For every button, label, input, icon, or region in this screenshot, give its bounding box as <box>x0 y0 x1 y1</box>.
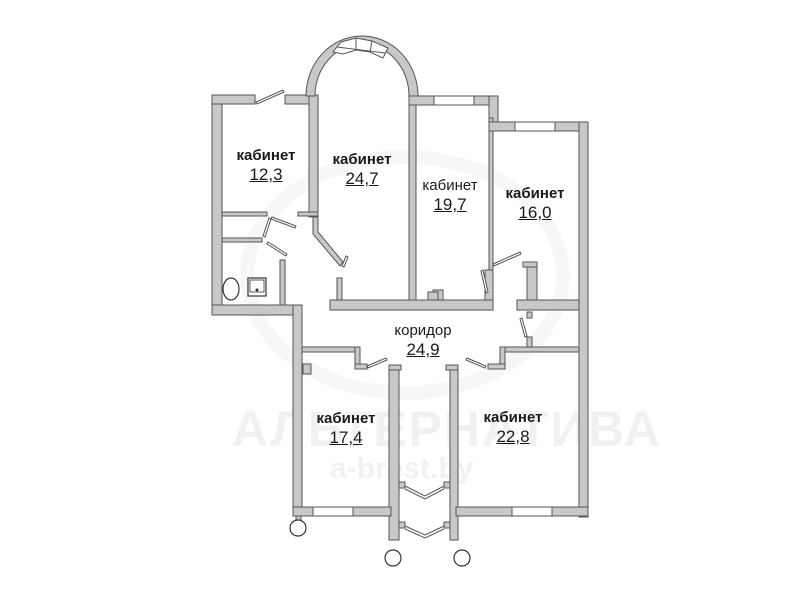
room-area: 24,9 <box>406 340 440 359</box>
watermark-brand: АЛЬТЕРНАТИВА <box>232 401 662 457</box>
marker-circle-icon <box>289 519 307 537</box>
toilet-icon <box>222 277 240 301</box>
room-name: кабинет <box>332 151 392 168</box>
marker-circle-icon <box>384 549 402 567</box>
bathroom-fixtures <box>222 277 267 301</box>
corridor-label: коридор 24,9 <box>394 321 451 360</box>
room-label-2: кабинет 24,7 <box>333 150 392 189</box>
room-name: кабинет <box>422 177 478 194</box>
room-area: 12,3 <box>249 165 283 184</box>
room-area: 22,8 <box>496 427 530 446</box>
walls <box>211 35 589 541</box>
room-name: кабинет <box>483 409 543 426</box>
watermark-site: a-brest.by <box>330 452 474 485</box>
room-area: 24,7 <box>345 169 379 188</box>
room-area: 16,0 <box>518 203 552 222</box>
room-label-5: кабинет 17,4 <box>317 409 376 448</box>
exterior-markers <box>289 515 471 567</box>
room-label-1: кабинет 12,3 <box>237 146 296 185</box>
marker-circle-icon <box>453 549 471 567</box>
room-area: 19,7 <box>433 195 467 214</box>
room-name: кабинет <box>316 410 376 427</box>
room-label-4: кабинет 16,0 <box>506 184 565 223</box>
room-name: кабинет <box>505 185 565 202</box>
room-area: 17,4 <box>329 428 363 447</box>
room-name: кабинет <box>236 147 296 164</box>
room-label-3: кабинет 19,7 <box>422 176 477 215</box>
room-name: коридор <box>394 322 452 339</box>
doors <box>255 89 528 369</box>
room-label-6: кабинет 22,8 <box>484 408 543 447</box>
